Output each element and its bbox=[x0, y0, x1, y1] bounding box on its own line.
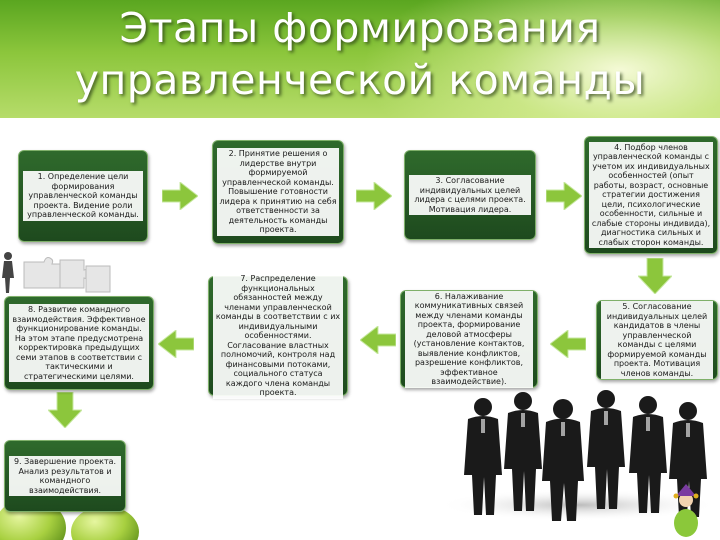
step-2-box: 2. Принятие решения о лидерстве внутри ф… bbox=[212, 140, 344, 244]
step-8-text: 8. Развитие командного взаимодействия. Э… bbox=[9, 304, 149, 382]
title-line-2: управленческой команды bbox=[74, 56, 646, 104]
puzzle-people bbox=[2, 252, 111, 293]
step-8-box: 8. Развитие командного взаимодействия. Э… bbox=[4, 296, 154, 390]
step-1-box: 1. Определение цели формирования управле… bbox=[18, 150, 148, 242]
title-line-1: Этапы формирования bbox=[119, 4, 601, 52]
step-6-text: 6. Налаживание коммуникативных связей ме… bbox=[405, 290, 533, 388]
down-arrow-icon bbox=[48, 392, 82, 428]
step-7-text: 7. Распределение функциональных обязанно… bbox=[213, 273, 343, 399]
step-4-text: 4. Подбор членов управленческой команды … bbox=[589, 141, 713, 249]
right-arrow-icon bbox=[546, 182, 582, 210]
title-banner bbox=[0, 0, 720, 118]
left-arrow-icon bbox=[550, 330, 586, 358]
left-arrow-icon bbox=[360, 326, 396, 354]
step-4-box: 4. Подбор членов управленческой команды … bbox=[584, 136, 718, 254]
left-arrow-icon bbox=[158, 330, 194, 358]
right-arrow-icon bbox=[162, 182, 198, 210]
down-arrow-icon bbox=[638, 258, 672, 294]
jester-figure bbox=[673, 484, 699, 537]
page-title: Этапы формирования управленческой команд… bbox=[0, 2, 720, 106]
right-arrow-icon bbox=[356, 182, 392, 210]
step-2-text: 2. Принятие решения о лидерстве внутри ф… bbox=[217, 148, 339, 236]
step-3-text: 3. Согласование индивидуальных целей лид… bbox=[409, 175, 531, 215]
step-3-box: 3. Согласование индивидуальных целей лид… bbox=[404, 150, 536, 240]
step-5-box: 5. Согласование индивидуальных целей кан… bbox=[596, 300, 718, 380]
step-1-text: 1. Определение цели формирования управле… bbox=[23, 171, 143, 221]
step-5-text: 5. Согласование индивидуальных целей кан… bbox=[601, 301, 713, 379]
step-9-box: 9. Завершение проекта. Анализ результато… bbox=[4, 440, 126, 512]
businessmen-silhouettes bbox=[438, 390, 718, 521]
step-9-text: 9. Завершение проекта. Анализ результато… bbox=[9, 456, 121, 496]
banner-glow bbox=[360, 0, 720, 118]
step-6-box: 6. Налаживание коммуникативных связей ме… bbox=[400, 290, 538, 388]
step-7-box: 7. Распределение функциональных обязанно… bbox=[208, 273, 348, 399]
